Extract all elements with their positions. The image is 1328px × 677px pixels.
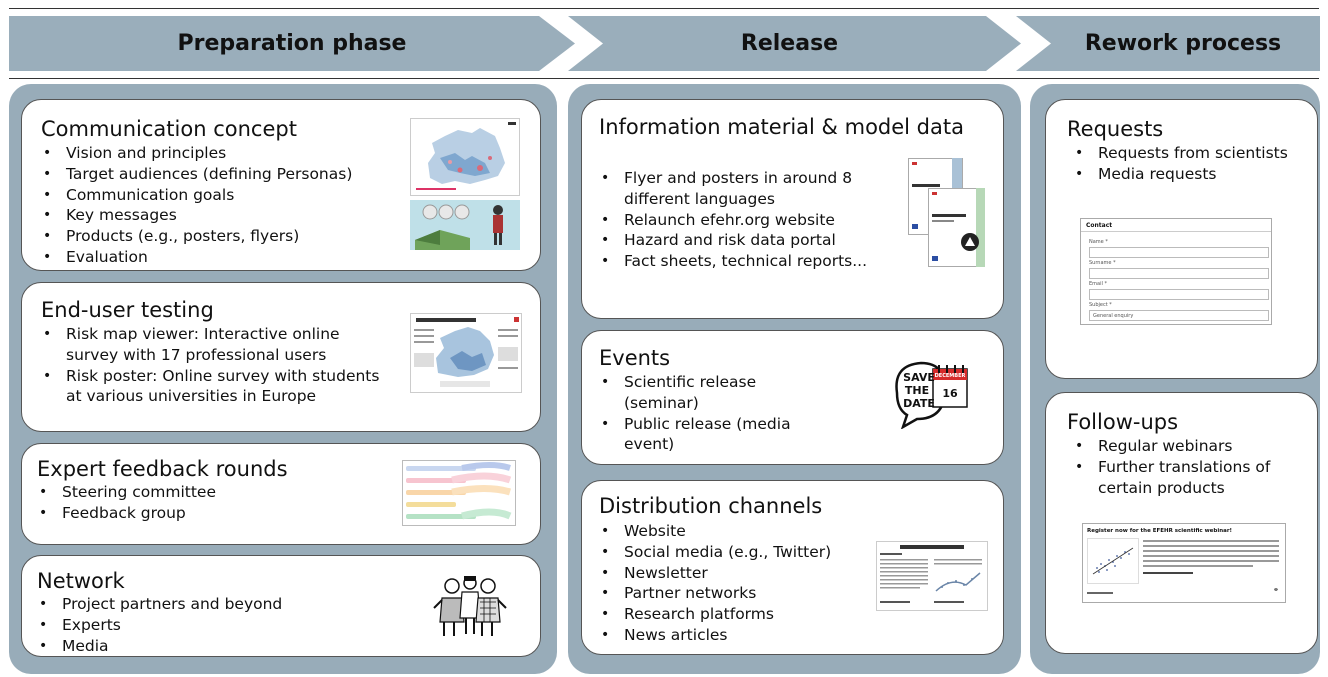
list-item: Feedback group — [32, 503, 216, 524]
name-label: Name * — [1089, 239, 1108, 245]
list-item: Research platforms — [594, 604, 831, 625]
list-item: Risk poster: Online survey with students… — [36, 366, 386, 408]
bullet-list: Vision and principles Target audiences (… — [36, 143, 352, 268]
bullet-list: Requests from scientists Media requests — [1068, 143, 1298, 185]
list-item: Newsletter — [594, 563, 831, 584]
list-item: Flyer and posters in around 8 different … — [594, 168, 904, 210]
list-item: Website — [594, 521, 831, 542]
email-field[interactable] — [1089, 289, 1269, 300]
calendar-day: 16 — [942, 387, 958, 400]
follow-ups-card: Follow-ups Regular webinars Further tran… — [1045, 392, 1318, 654]
contact-form-title: Contact — [1086, 222, 1113, 229]
save-line-3: DATE — [903, 397, 935, 410]
calendar-month: DECEMBER — [935, 373, 966, 379]
list-item: Social media (e.g., Twitter) — [594, 542, 831, 563]
list-item: Fact sheets, technical reports... — [594, 251, 904, 272]
list-item: Media requests — [1068, 164, 1298, 185]
name-field[interactable] — [1089, 247, 1269, 258]
card-title: Events — [599, 346, 671, 370]
list-item: Media — [32, 636, 282, 656]
surname-label: Surname * — [1089, 260, 1116, 266]
list-item: Partner networks — [594, 583, 831, 604]
list-item: Target audiences (defining Personas) — [36, 164, 352, 185]
list-item: Vision and principles — [36, 143, 352, 164]
save-the-date-calendar-icon: SAVE THE DATE DECEMBER 16 — [895, 361, 968, 429]
list-item: Hazard and risk data portal — [594, 230, 904, 251]
header-bottom-rule — [9, 78, 1319, 79]
bullet-list: Risk map viewer: Interactive online surv… — [36, 324, 386, 407]
subject-label: Subject * — [1089, 302, 1112, 308]
card-title: End-user testing — [41, 298, 214, 322]
list-item: Scientific release (seminar) — [594, 372, 794, 414]
list-item: News articles — [594, 625, 831, 646]
email-label: Email * — [1089, 281, 1107, 287]
webinar-chart-thumbnail — [1087, 538, 1139, 584]
list-item: Key messages — [36, 205, 352, 226]
bullet-list: Website Social media (e.g., Twitter) New… — [594, 521, 831, 646]
list-item: Experts — [32, 615, 282, 636]
expert-feedback-card: Expert feedback rounds Steering committe… — [21, 443, 541, 545]
end-user-testing-card: End-user testing Risk map viewer: Intera… — [21, 282, 541, 432]
list-item: Evaluation — [36, 247, 352, 268]
list-item: Requests from scientists — [1068, 143, 1298, 164]
requests-card: Requests Requests from scientists Media … — [1045, 99, 1318, 379]
feedback-process-thumbnail — [402, 460, 516, 526]
card-title: Follow-ups — [1067, 410, 1179, 434]
card-title: Requests — [1067, 117, 1164, 141]
phase-release-arrow: Release — [568, 16, 1021, 71]
card-title: Expert feedback rounds — [37, 457, 288, 481]
bullet-list: Project partners and beyond Experts Medi… — [32, 594, 282, 656]
phase-preparation-label: Preparation phase — [177, 31, 407, 56]
contact-form-thumbnail: Contact Name * Surname * Email * Subject… — [1080, 218, 1272, 325]
list-item: Relaunch efehr.org website — [594, 210, 904, 231]
bullet-list: Regular webinars Further translations of… — [1068, 436, 1308, 498]
save-line-1: SAVE — [903, 371, 935, 384]
list-item: Regular webinars — [1068, 436, 1308, 457]
network-card: Network Project partners and beyond Expe… — [21, 555, 541, 657]
people-group-icon — [433, 576, 507, 636]
bullet-list: Scientific release (seminar) Public rele… — [594, 372, 794, 455]
personas-illustration-thumbnail — [410, 200, 520, 250]
webinar-tags — [1087, 592, 1113, 594]
communication-concept-card: Communication concept Vision and princip… — [21, 99, 541, 271]
phase-rework-label: Rework process — [1084, 31, 1282, 56]
share-icon: ⚭ — [1273, 586, 1279, 594]
list-item: Public release (media event) — [594, 414, 794, 456]
subject-value: General enquiry — [1093, 313, 1134, 319]
phase-preparation-arrow: Preparation phase — [9, 16, 575, 71]
webinar-post-thumbnail: Register now for the EFEHR scientific we… — [1082, 523, 1286, 603]
card-title: Network — [37, 569, 125, 593]
list-item: Communication goals — [36, 185, 352, 206]
phase-rework-arrow: Rework process — [1016, 16, 1320, 71]
list-item: Project partners and beyond — [32, 594, 282, 615]
list-item: Products (e.g., posters, flyers) — [36, 226, 352, 247]
card-title: Distribution channels — [599, 494, 823, 518]
earthquake-risk-poster-thumbnail — [410, 313, 522, 393]
list-item: Steering committee — [32, 482, 216, 503]
subject-select[interactable]: General enquiry — [1089, 310, 1269, 321]
list-item: Further translations of certain products — [1068, 457, 1308, 499]
events-card: Events Scientific release (seminar) Publ… — [581, 330, 1004, 465]
surname-field[interactable] — [1089, 268, 1269, 279]
top-rule — [9, 8, 1319, 9]
save-line-2: THE — [905, 384, 929, 397]
list-item: Risk map viewer: Interactive online surv… — [36, 324, 386, 366]
distribution-channels-card: Distribution channels Website Social med… — [581, 480, 1004, 655]
europe-risk-map-thumbnail — [410, 118, 520, 196]
information-material-card: Information material & model data Flyer … — [581, 99, 1004, 319]
card-title: Communication concept — [41, 117, 297, 141]
flyer-documents-thumbnail — [908, 158, 985, 267]
bullet-list: Steering committee Feedback group — [32, 482, 216, 524]
form-divider — [1081, 231, 1271, 232]
phase-release-label: Release — [740, 31, 839, 56]
bullet-list: Flyer and posters in around 8 different … — [594, 168, 904, 272]
newsletter-thumbnail — [876, 541, 988, 611]
webinar-title: Register now for the EFEHR scientific we… — [1087, 528, 1233, 534]
card-title: Information material & model data — [599, 115, 964, 139]
